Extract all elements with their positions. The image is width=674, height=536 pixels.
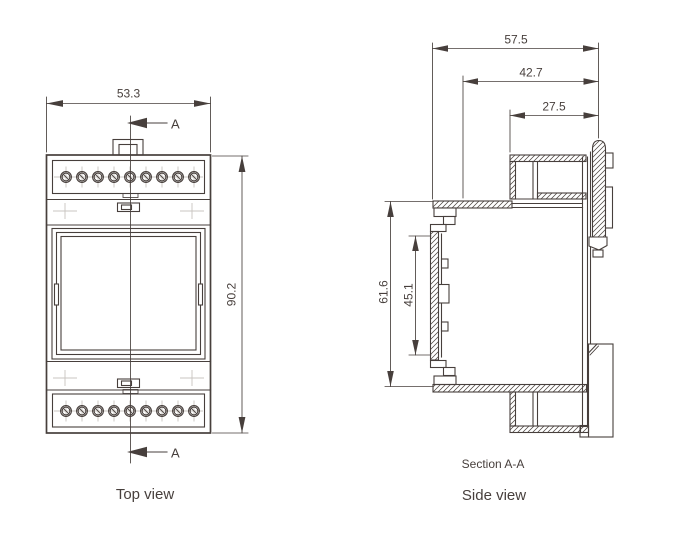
section-arrowhead xyxy=(127,117,147,129)
dimension-value: 45.1 xyxy=(402,283,416,307)
terminal-screw xyxy=(172,400,184,422)
front-wall xyxy=(429,230,450,361)
terminal-screw xyxy=(60,400,72,422)
front-face-window xyxy=(51,227,206,360)
side-view-title: Side view xyxy=(462,487,526,504)
frame-inner xyxy=(60,235,197,351)
tab-inner xyxy=(118,143,138,156)
arrowhead-up xyxy=(238,156,246,172)
section-marker-label: A xyxy=(171,446,180,461)
terminal-screw xyxy=(76,166,88,188)
terminal-screw xyxy=(124,400,136,422)
terminal-screw xyxy=(92,166,104,188)
din-latch-bottom xyxy=(116,378,141,389)
terminal-block-bottom xyxy=(51,393,206,428)
dimension-value: 61.6 xyxy=(377,280,391,304)
latch-inner xyxy=(120,380,133,387)
terminal-screw xyxy=(108,400,120,422)
top-view-width-dimension: 53.3 xyxy=(46,87,211,153)
terminal-screw xyxy=(188,400,200,422)
side-view: 57.5 42.7 27.5 61.6 45.1 xyxy=(377,33,614,504)
arrowhead-down xyxy=(238,417,246,433)
terminal-screw xyxy=(156,166,168,188)
side-notch-right xyxy=(197,283,204,306)
frame-outer xyxy=(51,227,206,360)
dimension-value: 53.3 xyxy=(117,87,141,101)
section-title: Section A-A xyxy=(462,457,525,471)
terminal-chamber-bottom xyxy=(509,391,587,434)
terminal-screw xyxy=(92,400,104,422)
rail-block-bottom xyxy=(579,343,614,438)
terminal-screw xyxy=(156,400,168,422)
terminal-screw xyxy=(60,166,72,188)
section-body xyxy=(429,139,614,438)
side-view-depth-dimensions: 57.5 42.7 27.5 xyxy=(432,33,599,200)
terminal-screw xyxy=(108,166,120,188)
tab-outer xyxy=(112,138,144,156)
terminal-screw-row-top xyxy=(60,166,200,188)
section-marker-label: A xyxy=(171,117,180,132)
latch-outer xyxy=(116,378,141,389)
top-ledge xyxy=(432,200,513,209)
cross-marks xyxy=(53,203,204,386)
frame-middle xyxy=(55,231,202,356)
section-arrowhead xyxy=(127,446,147,458)
din-latch-top xyxy=(116,202,141,213)
terminal-screw xyxy=(188,166,200,188)
dimension-value: 57.5 xyxy=(504,33,528,47)
dimension-value: 27.5 xyxy=(542,100,566,114)
dimension-value: 42.7 xyxy=(519,66,543,80)
body-outline xyxy=(45,154,212,434)
top-view-title: Top view xyxy=(116,486,175,503)
section-arrow-top: A xyxy=(127,117,180,132)
din-rail-clip xyxy=(588,139,614,258)
section-arrow-bottom: A xyxy=(127,446,180,461)
latch-inner xyxy=(120,204,133,211)
bottom-ledge xyxy=(432,383,588,393)
top-tab xyxy=(112,138,144,156)
terminal-screw-row-bottom xyxy=(60,400,200,422)
latch-outer xyxy=(116,202,141,213)
top-step-details xyxy=(429,207,457,233)
bottom-step-details xyxy=(429,359,457,386)
terminal-chamber-top xyxy=(509,154,587,209)
terminal-screw xyxy=(172,166,184,188)
terminal-screw xyxy=(140,166,152,188)
side-notch-left xyxy=(53,283,60,306)
top-view-height-dimension: 90.2 xyxy=(212,155,249,434)
dimension-value: 90.2 xyxy=(225,282,239,306)
terminal-screw xyxy=(140,400,152,422)
arrowhead-right xyxy=(194,100,211,107)
terminal-screw xyxy=(76,400,88,422)
arrowhead-left xyxy=(46,100,63,107)
front-wall-boss xyxy=(437,283,450,304)
side-view-height-dimensions: 61.6 45.1 xyxy=(377,201,434,387)
terminal-screw xyxy=(124,166,136,188)
top-view: 53.3 90.2 xyxy=(45,87,249,503)
